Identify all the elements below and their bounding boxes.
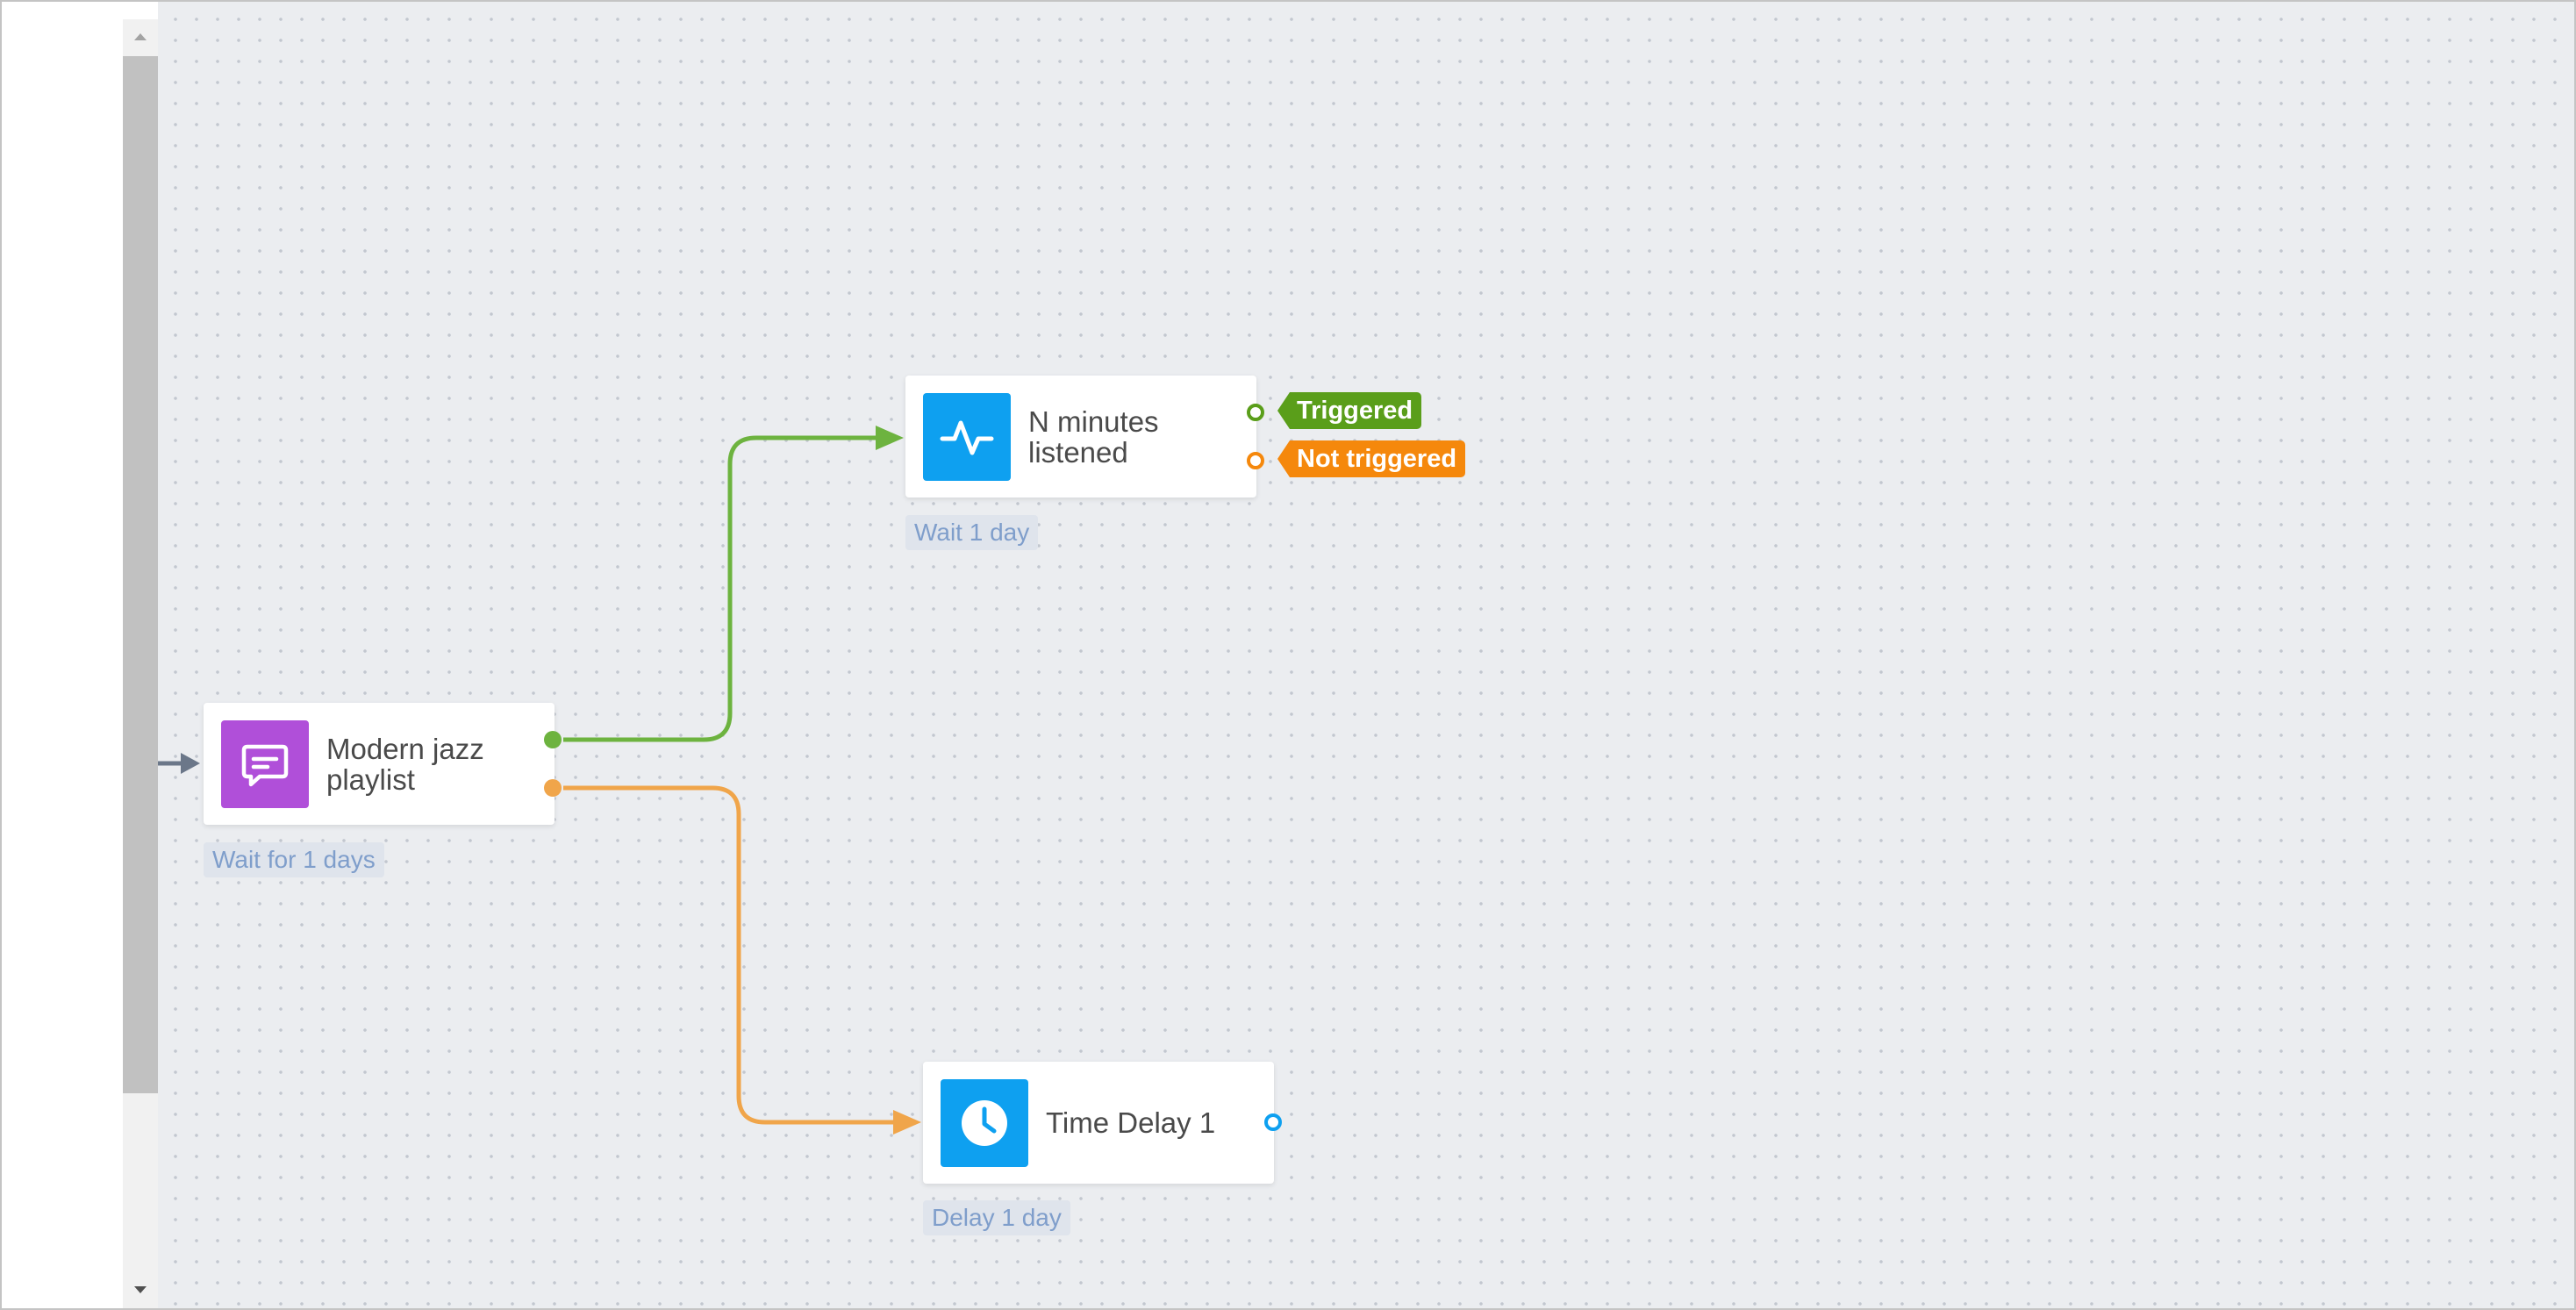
output-port-next[interactable] <box>1264 1113 1282 1131</box>
node-caption-wait: Wait 1 day <box>905 515 1039 550</box>
output-port-success[interactable] <box>544 731 562 748</box>
node-title: N minutes listened <box>1028 404 1159 469</box>
vertical-scrollbar-thumb[interactable] <box>123 56 158 1093</box>
scroll-down-arrow-icon[interactable] <box>123 1272 158 1307</box>
output-port-not-triggered[interactable] <box>1247 452 1264 469</box>
node-caption-wait: Wait for 1 days <box>204 842 384 877</box>
wire-success-arrow-icon <box>876 426 904 450</box>
branch-tag-triggered: Triggered <box>1277 392 1422 429</box>
chat-message-icon <box>221 719 309 808</box>
branch-tag-not-triggered: Not triggered <box>1277 440 1466 477</box>
node-title: Modern jazz playlist <box>326 732 484 796</box>
left-panel <box>2 2 123 1308</box>
node-time-delay[interactable]: Time Delay 1 <box>923 1062 1274 1184</box>
entry-arrow-head-icon <box>181 753 200 774</box>
wire-success <box>563 435 877 742</box>
node-title: Time Delay 1 <box>1046 1106 1216 1139</box>
scroll-up-arrow-icon[interactable] <box>123 19 158 54</box>
wire-failure-arrow-icon <box>893 1110 921 1135</box>
activity-pulse-icon <box>923 392 1011 481</box>
connection-wires <box>158 426 921 1135</box>
clock-icon <box>941 1078 1028 1167</box>
node-caption-delay: Delay 1 day <box>923 1200 1070 1235</box>
wire-failure <box>563 785 895 1125</box>
output-port-triggered[interactable] <box>1247 404 1264 421</box>
node-n-minutes-listened[interactable]: N minutes listened <box>905 376 1256 498</box>
flow-canvas[interactable]: Modern jazz playlist Wait for 1 days N m… <box>158 2 2574 1308</box>
output-port-failure[interactable] <box>544 779 562 797</box>
node-modern-jazz-playlist[interactable]: Modern jazz playlist <box>204 703 555 825</box>
